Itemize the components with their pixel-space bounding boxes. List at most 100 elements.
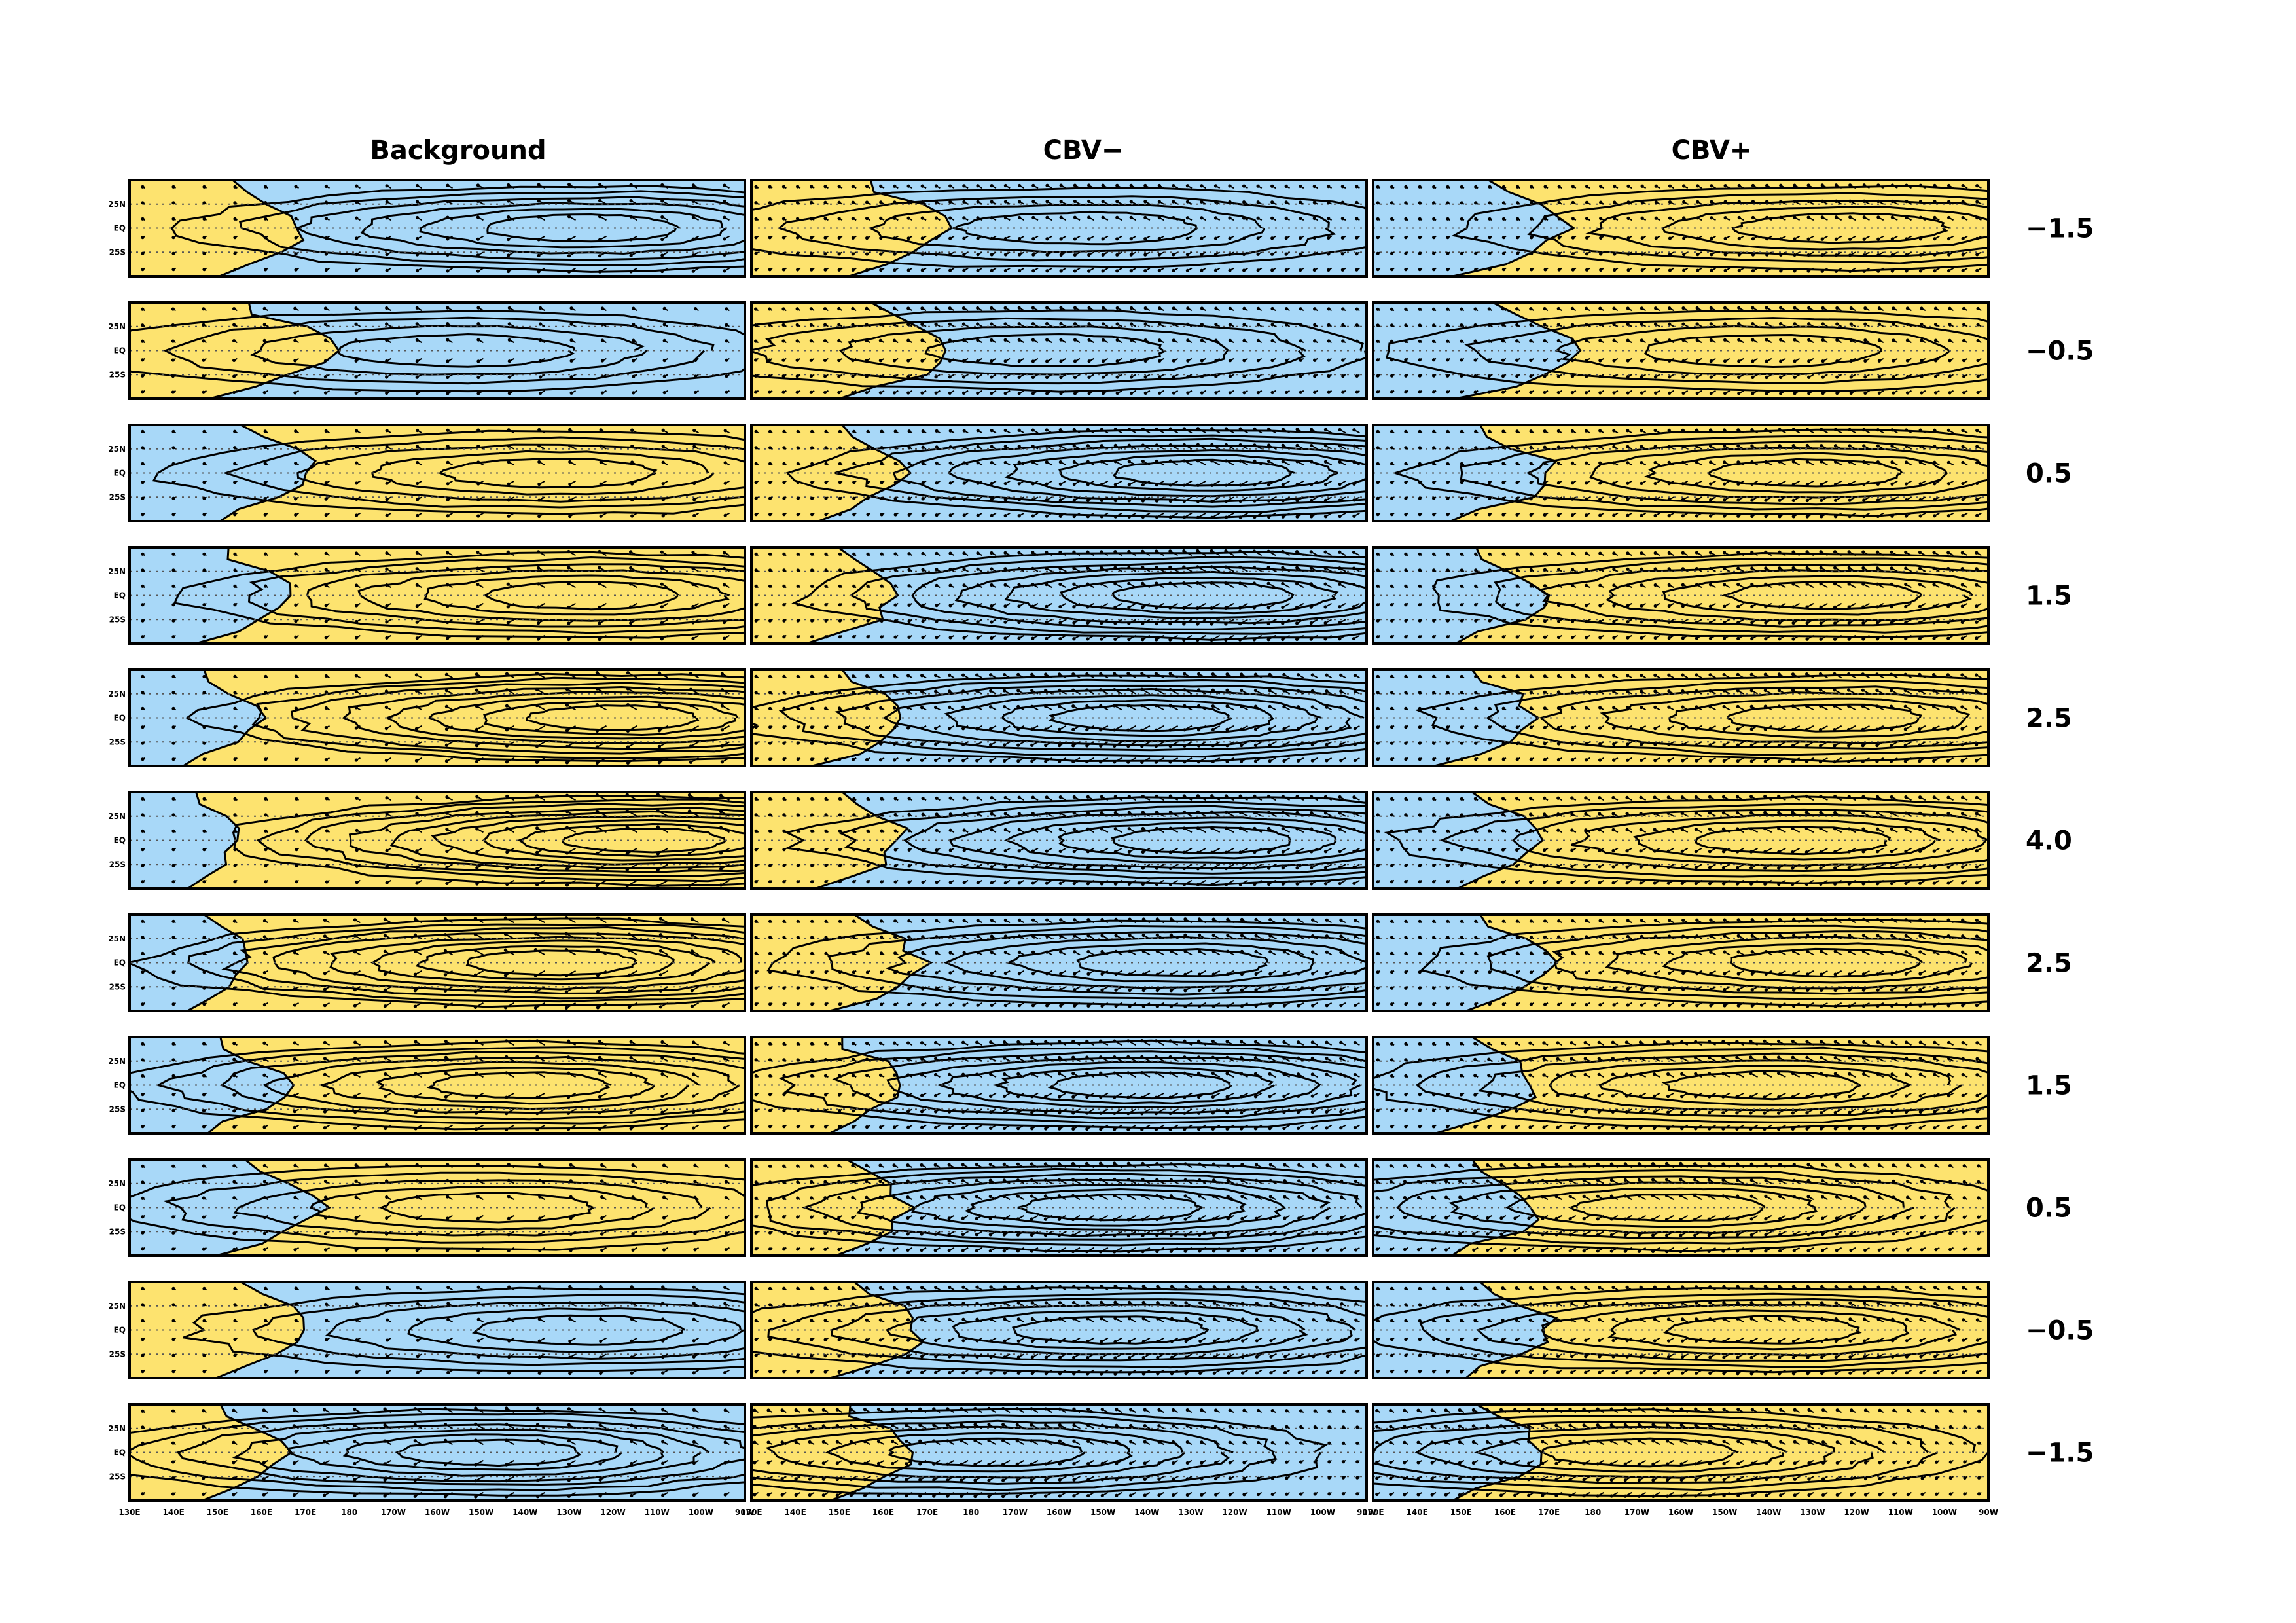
wind-vector-head xyxy=(1962,374,1966,378)
wind-vector-head xyxy=(907,635,911,639)
wind-vector-head xyxy=(202,568,206,572)
wind-vector-head xyxy=(1654,252,1658,256)
wind-vector-head xyxy=(1948,374,1952,378)
wind-vector-head xyxy=(768,339,772,343)
wind-vector-head xyxy=(1695,306,1699,310)
wind-vector-head xyxy=(948,306,952,310)
wind-vector-head xyxy=(294,445,298,449)
wind-vector-head xyxy=(385,461,389,465)
wind-vector-head xyxy=(837,268,841,272)
wind-vector-head xyxy=(865,359,869,363)
wind-vector-head xyxy=(1309,566,1313,570)
wind-vector-head xyxy=(1779,269,1783,273)
wind-vector-head xyxy=(1640,461,1643,465)
wind-vector-head xyxy=(1238,549,1242,553)
wind-vector-head xyxy=(1849,338,1853,342)
wind-vector-head xyxy=(976,567,980,571)
wind-vector-head xyxy=(1182,565,1186,569)
wind-vector-head xyxy=(1501,429,1505,433)
wind-vector-head xyxy=(1058,621,1062,625)
wind-vector-head xyxy=(1805,498,1809,503)
wind-vector-head xyxy=(948,619,952,623)
wind-vector-head xyxy=(568,482,572,486)
wind-vector-head xyxy=(324,200,329,204)
wind-vector-head xyxy=(1418,374,1422,378)
wind-vector-head xyxy=(948,429,952,433)
wind-vector-head xyxy=(232,358,236,363)
wind-vector-head xyxy=(1338,482,1342,486)
wind-vector-head xyxy=(824,619,828,623)
wind-vector-head xyxy=(171,584,175,588)
wind-vector-head xyxy=(1571,217,1575,221)
wind-vector-head xyxy=(1556,497,1560,501)
wind-vector-head xyxy=(1543,445,1547,449)
wind-vector-head xyxy=(1338,637,1342,641)
wind-vector-head xyxy=(865,236,869,240)
wind-vector-head xyxy=(1327,307,1331,311)
wind-vector-head xyxy=(893,216,897,220)
wind-vector-head xyxy=(1835,306,1839,310)
wind-vector-head xyxy=(1340,185,1344,189)
wind-vector-head xyxy=(1045,428,1049,432)
wind-vector-head xyxy=(1653,481,1657,486)
wind-vector-head xyxy=(976,268,980,272)
wind-vector-head xyxy=(1710,200,1713,204)
wind-vector-head xyxy=(1404,446,1408,450)
wind-vector-head xyxy=(1196,427,1200,431)
wind-vector-head xyxy=(1570,429,1575,433)
wind-vector-head xyxy=(1113,550,1117,554)
wind-vector-head xyxy=(920,216,924,220)
wind-vector-head xyxy=(537,270,541,274)
wind-vector-head xyxy=(1962,391,1966,395)
wind-vector-head xyxy=(1737,236,1741,241)
wind-vector-head xyxy=(768,481,772,484)
wind-vector-head xyxy=(1848,215,1852,219)
wind-vector-head xyxy=(1168,638,1172,642)
wind-vector-head xyxy=(1723,392,1727,395)
wind-vector-head xyxy=(851,391,855,395)
wind-vector-head xyxy=(1432,462,1436,465)
wind-vector-head xyxy=(1446,619,1450,623)
wind-vector-head xyxy=(1474,236,1478,240)
wind-vector-head xyxy=(754,374,758,378)
wind-vector-head xyxy=(263,429,267,433)
wind-vector-head xyxy=(600,322,605,327)
column-title-cbv-plus: CBV+ xyxy=(1672,136,1752,166)
contour-line xyxy=(1391,428,1988,517)
wind-vector-head xyxy=(1975,236,1979,240)
wind-vector-head xyxy=(1487,358,1491,362)
wind-vector-head xyxy=(1529,568,1533,572)
wind-vector-head xyxy=(1543,236,1547,240)
wind-vector-head xyxy=(1667,460,1671,464)
wind-vector-head xyxy=(1196,581,1200,585)
contour-line xyxy=(791,550,1367,642)
wind-vector-head xyxy=(1806,269,1810,273)
wind-vector-head xyxy=(1158,359,1162,363)
wind-vector-head xyxy=(1626,184,1630,188)
wind-vector-head xyxy=(385,268,389,272)
wind-vector-head xyxy=(1224,499,1229,503)
wind-vector-head xyxy=(1214,322,1218,327)
wind-vector-head xyxy=(1626,268,1630,272)
wind-vector-head xyxy=(1460,619,1463,623)
wind-vector-head xyxy=(171,201,175,205)
contour-line xyxy=(250,325,648,376)
wind-vector-head xyxy=(1143,338,1147,342)
wind-vector-head xyxy=(1778,460,1782,464)
wind-vector-head xyxy=(1073,306,1077,310)
wind-vector-head xyxy=(415,322,419,326)
wind-vector-head xyxy=(1460,635,1463,639)
wind-vector-head xyxy=(1918,215,1923,219)
wind-vector-head xyxy=(781,268,786,272)
latitude-tick-label: EQ xyxy=(114,346,126,356)
wind-vector-head xyxy=(1890,237,1894,241)
wind-vector-head xyxy=(990,445,994,448)
wind-vector-head xyxy=(1612,461,1616,465)
wind-vector-head xyxy=(1501,339,1505,343)
wind-vector-head xyxy=(1238,483,1242,487)
wind-vector-head xyxy=(1613,268,1617,272)
wind-vector-head xyxy=(1228,374,1232,378)
wind-vector-head xyxy=(660,215,664,219)
wind-vector-head xyxy=(691,604,695,609)
wind-vector-head xyxy=(1101,392,1105,395)
